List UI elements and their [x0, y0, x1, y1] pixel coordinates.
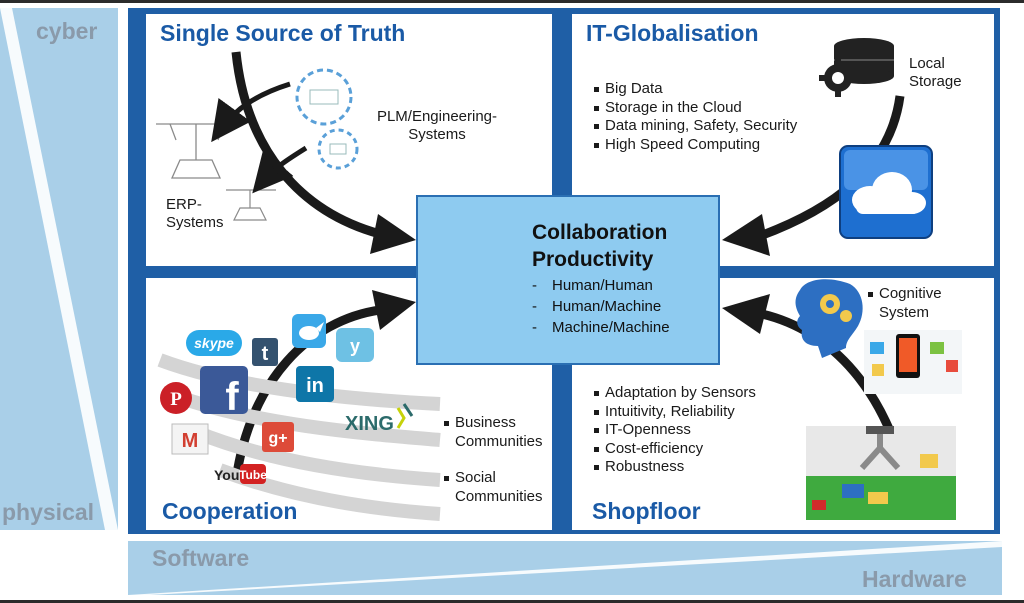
plm-cycle-icon — [295, 68, 353, 126]
list-item: Data mining, Safety, Security — [594, 117, 797, 136]
list-item: -Human/Machine — [532, 298, 662, 315]
center-item-label: Machine/Machine — [552, 319, 670, 336]
cloud-icon — [839, 145, 933, 239]
list-item: Big Data — [594, 80, 797, 99]
wedge-highlight — [0, 8, 118, 530]
local-storage-line2: Storage — [909, 73, 962, 90]
pinterest-text: P — [170, 389, 182, 410]
xing-text: XING — [345, 413, 394, 435]
facebook-text: f — [225, 375, 239, 419]
list-item: -Human/Human — [532, 277, 653, 294]
skype-logo-icon: skype — [186, 330, 242, 356]
gplus-text: g+ — [268, 430, 287, 447]
collaboration-productivity-box: Collaboration Productivity -Human/Human … — [416, 195, 720, 365]
list-item: Adaptation by Sensors — [594, 384, 756, 403]
linkedin-logo-icon: in — [296, 366, 334, 402]
gmail-text: M — [182, 430, 199, 452]
list-item: Intuitivity, Reliability — [594, 403, 756, 422]
center-title: Collaboration Productivity — [532, 219, 667, 273]
smartphone-apps-icon — [864, 330, 962, 394]
social-line1: Social — [455, 469, 496, 486]
panel-title-single-source: Single Source of Truth — [160, 20, 406, 46]
panel-title-it-globalisation: IT-Globalisation — [586, 20, 759, 46]
youtube-logo-icon: You Tube — [214, 464, 267, 484]
gear-icon — [819, 59, 857, 97]
svg-text:y: y — [350, 336, 360, 356]
software-label: Software — [152, 545, 250, 571]
social-line2: Communities — [455, 487, 543, 505]
cognitive-head-icon — [795, 279, 863, 358]
panel-title-shopfloor: Shopfloor — [592, 498, 701, 524]
gmail-logo-icon: M — [171, 423, 209, 455]
plm-label-line2: Systems — [408, 126, 466, 143]
erp-label-line1: ERP- — [166, 196, 202, 213]
yammer-logo-icon: y — [336, 328, 374, 362]
pinterest-logo-icon: P — [160, 382, 192, 414]
plm-label-line1: PLM/Engineering- — [376, 108, 498, 125]
list-item: Robustness — [594, 458, 756, 477]
plm-label: PLM/Engineering- Systems — [372, 108, 502, 144]
hardware-label: Hardware — [862, 566, 967, 592]
tumblr-text: t — [262, 343, 269, 365]
list-item: IT-Openness — [594, 421, 756, 440]
erp-machine-icon-small — [226, 189, 276, 221]
skype-text: skype — [194, 335, 234, 351]
robot-gripper-icon — [806, 426, 956, 520]
local-storage-line1: Local — [909, 55, 945, 72]
center-title-line2: Productivity — [532, 248, 654, 271]
erp-machine-icon — [156, 123, 236, 179]
erp-label-line2: Systems — [166, 214, 224, 231]
cognitive-line1: Cognitive — [879, 285, 942, 302]
arrow-single-source-to-center — [231, 51, 416, 254]
top-rule — [0, 0, 1024, 3]
linkedin-text: in — [306, 375, 324, 397]
business-line1: Business — [455, 414, 516, 431]
list-item: -Machine/Machine — [532, 319, 670, 336]
business-line2: Communities — [455, 432, 543, 450]
panel-title-cooperation: Cooperation — [162, 498, 298, 524]
cyber-label: cyber — [36, 18, 98, 44]
xing-logo-icon: XING — [345, 403, 414, 435]
twitter-logo-icon — [292, 314, 326, 348]
youtube-tube-text: Tube — [239, 468, 267, 482]
local-storage-label: Local Storage — [909, 55, 962, 91]
center-item-label: Human/Human — [552, 277, 653, 294]
erp-label: ERP- Systems — [166, 196, 224, 232]
physical-label: physical — [2, 499, 95, 525]
wedge-highlight-bottom — [128, 541, 1002, 595]
list-item: Storage in the Cloud — [594, 99, 797, 118]
list-item: High Speed Computing — [594, 136, 797, 155]
youtube-you-text: You — [214, 467, 239, 483]
facebook-logo-icon: f — [200, 366, 248, 419]
shopfloor-list: Adaptation by Sensors Intuitivity, Relia… — [594, 384, 756, 477]
it-globalisation-list: Big Data Storage in the Cloud Data minin… — [594, 80, 797, 154]
tumblr-logo-icon: t — [252, 338, 278, 366]
googleplus-logo-icon: g+ — [262, 422, 294, 452]
cognitive-line2: System — [879, 303, 930, 321]
plm-cycle-icon-small — [317, 128, 359, 170]
list-item: Cost-efficiency — [594, 440, 756, 459]
arrow-plm-erp-2 — [252, 145, 308, 194]
center-title-line1: Collaboration — [532, 221, 668, 244]
center-item-label: Human/Machine — [552, 298, 662, 315]
center-list: -Human/Human -Human/Machine -Machine/Mac… — [532, 275, 670, 338]
bottom-rule — [0, 600, 1024, 603]
